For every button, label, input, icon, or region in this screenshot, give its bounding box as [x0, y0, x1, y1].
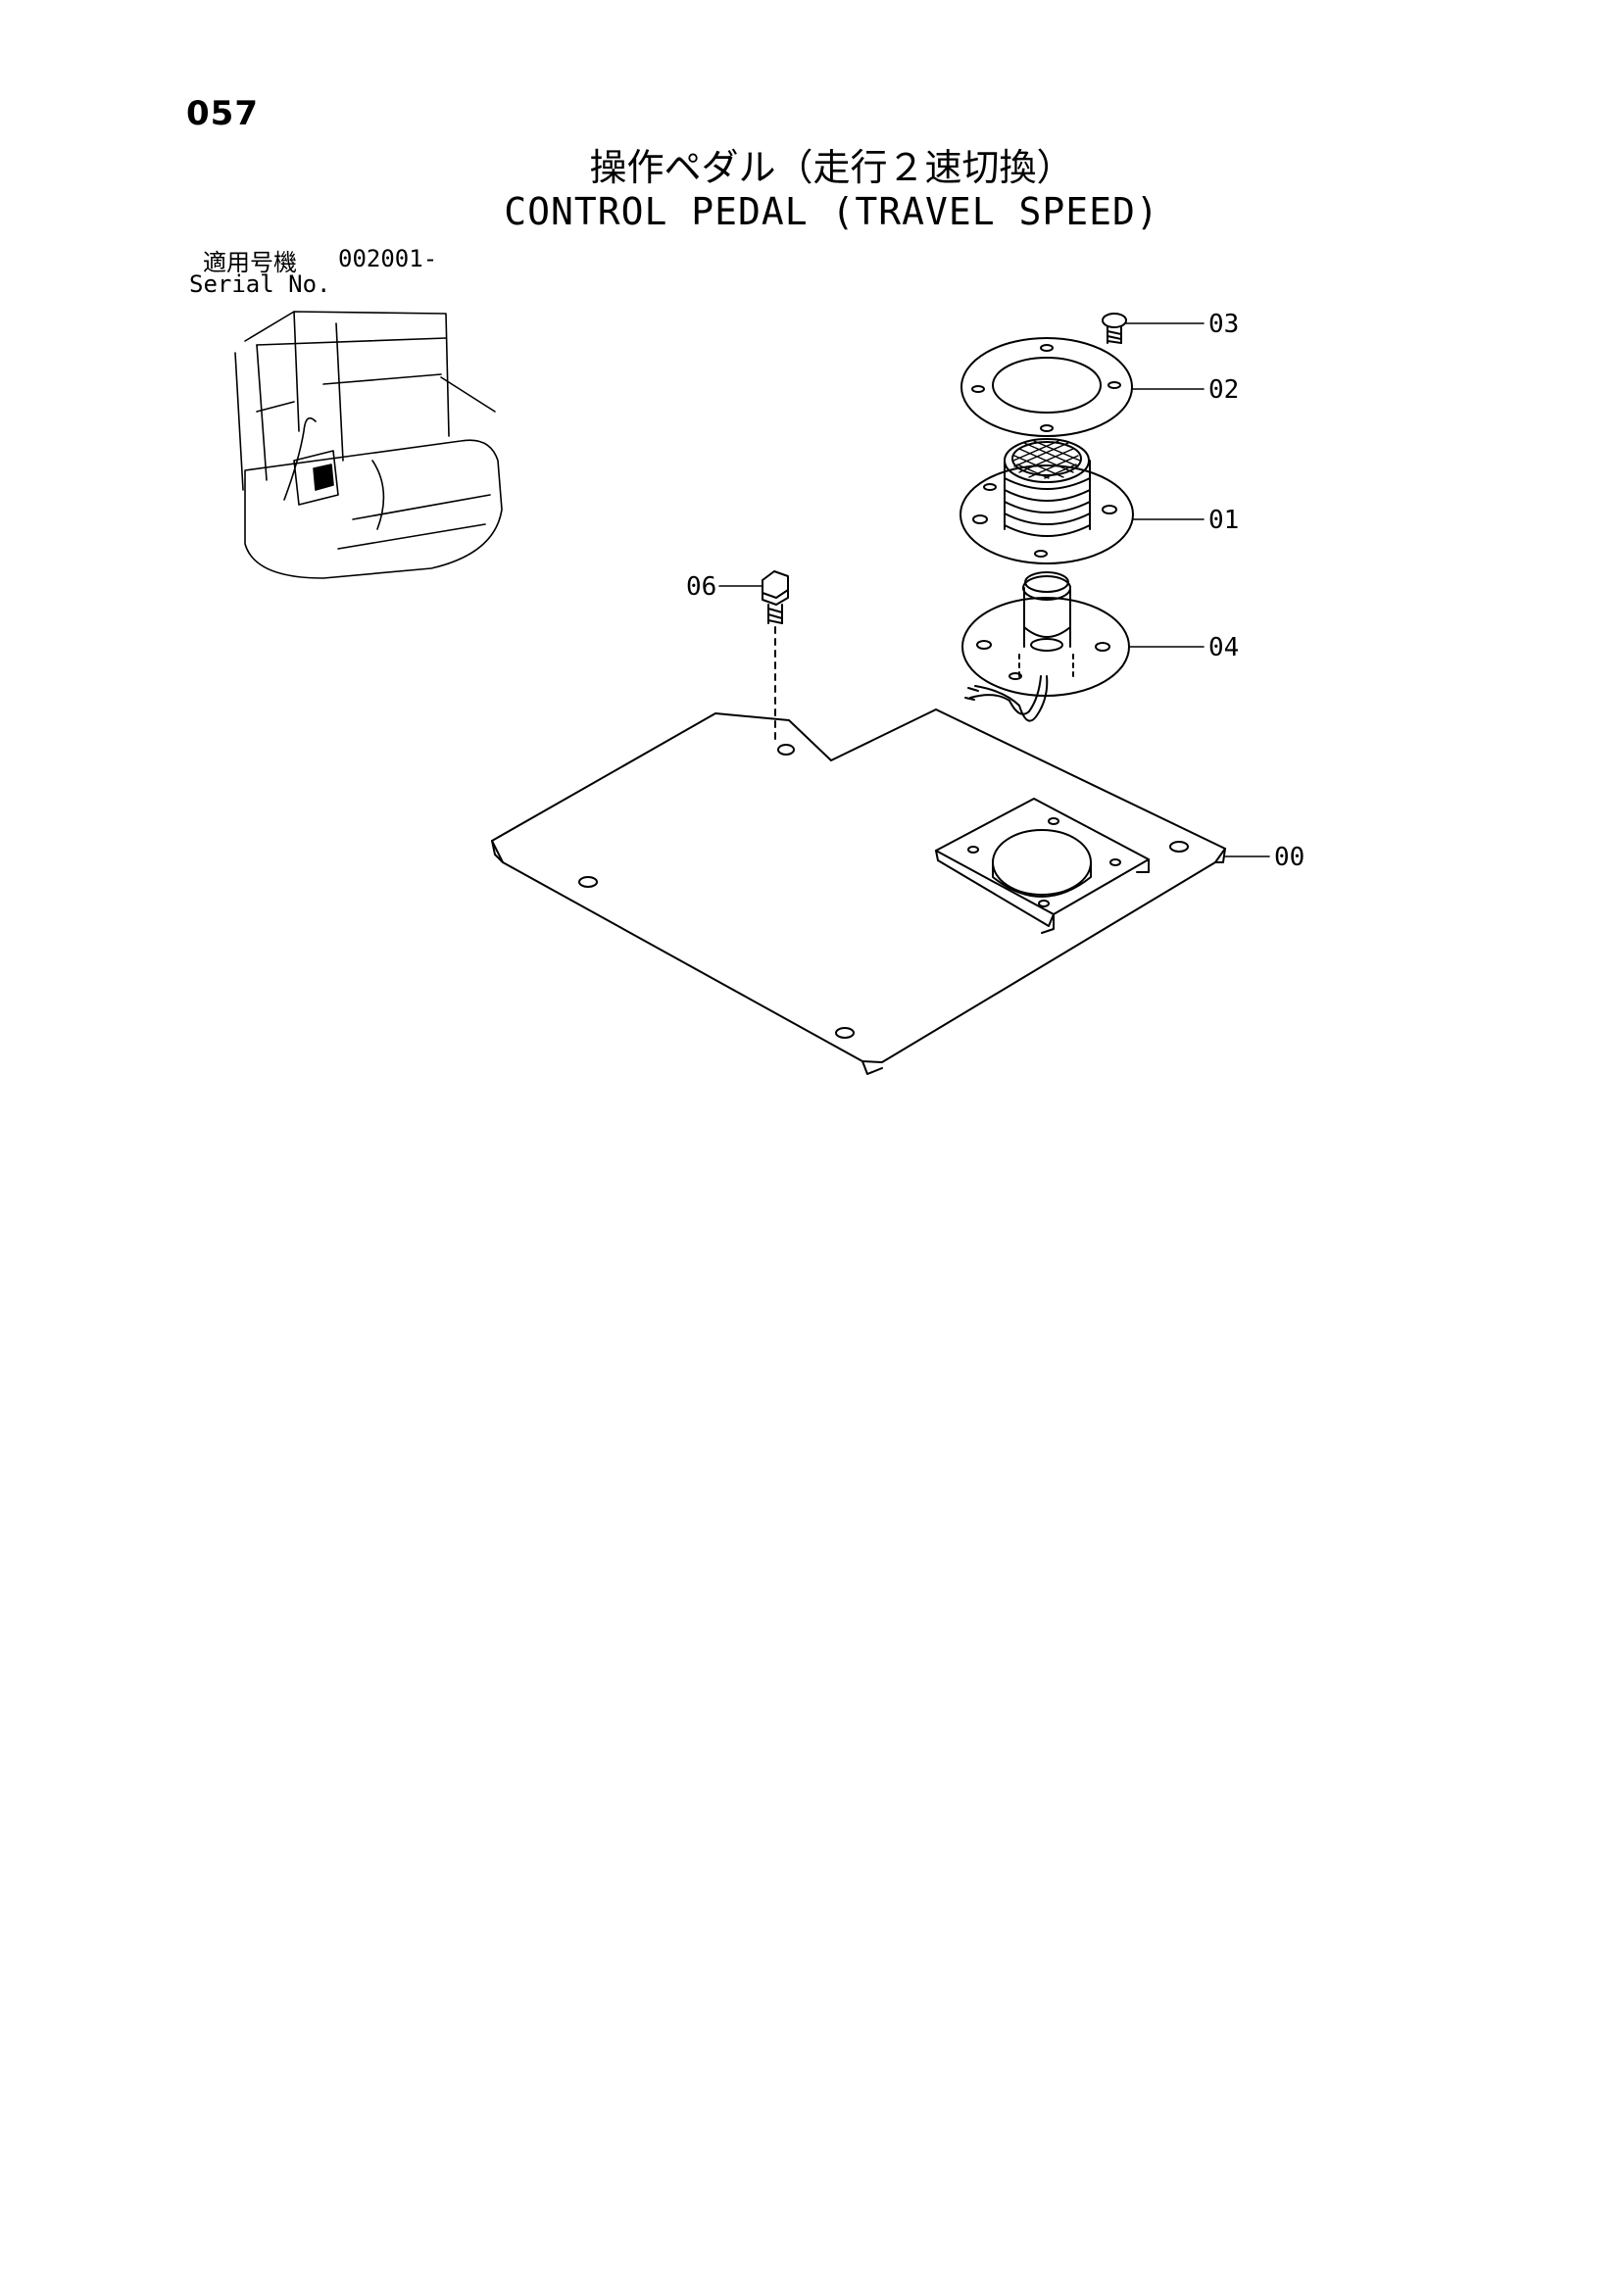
part-label-04: 04 — [1208, 633, 1239, 662]
page-title-english: CONTROL PEDAL (TRAVEL SPEED) — [504, 190, 1159, 233]
machine-cab-thumbnail — [234, 311, 503, 579]
part-label-02: 02 — [1208, 375, 1239, 405]
page-title-japanese: 操作ペダル（走行２速切換） — [589, 146, 1074, 189]
part-label-00: 00 — [1274, 843, 1304, 872]
switch-assembly-04 — [961, 571, 1130, 722]
part-label-03: 03 — [1208, 310, 1239, 339]
leader-lines — [718, 322, 1270, 857]
cover-ring-02 — [960, 337, 1133, 437]
part-label-06: 06 — [686, 572, 716, 602]
pedal-boot-01 — [960, 438, 1134, 564]
part-label-01: 01 — [1208, 506, 1239, 535]
page-number: 057 — [186, 94, 259, 133]
screw-03 — [1102, 313, 1127, 344]
serial-number-value: 002001- — [338, 245, 438, 272]
base-plate-00 — [491, 708, 1226, 1075]
serial-label-japanese: 適用号機 — [203, 249, 297, 276]
serial-label-english: Serial No. — [189, 270, 331, 298]
bolt-06 — [762, 570, 789, 741]
